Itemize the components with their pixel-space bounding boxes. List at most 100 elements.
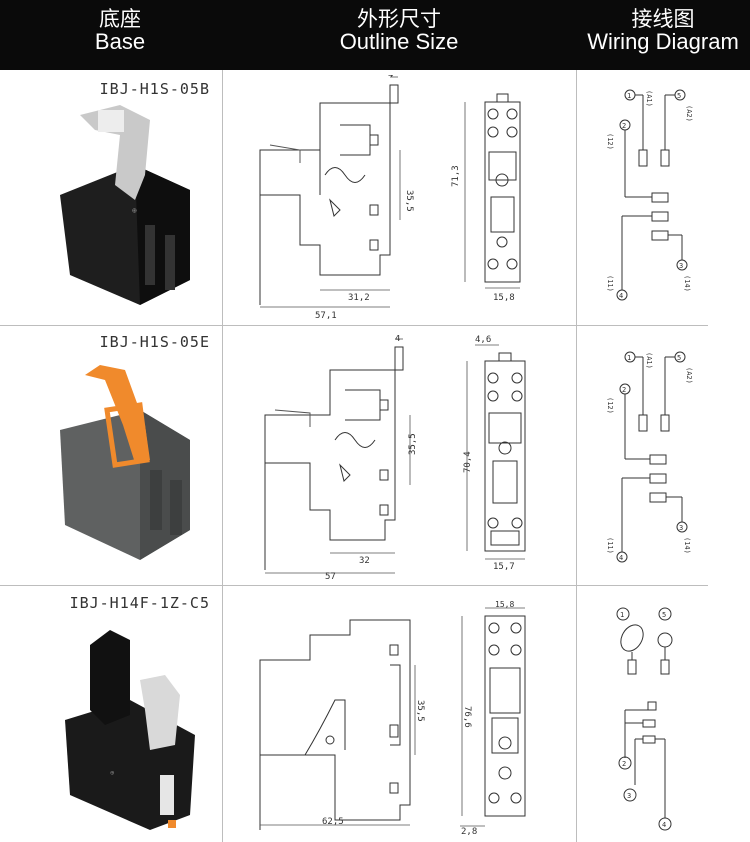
terminal-2: 2 [622, 386, 626, 394]
dim-top: 15,8 [495, 600, 514, 609]
label-14: (14) [683, 537, 691, 554]
side-outline-drawing: 35,5 62,5 [259, 619, 425, 830]
wiring-lines [616, 607, 673, 831]
terminal-2: 2 [622, 760, 626, 768]
dim-width: 15,7 [493, 562, 515, 572]
terminal-2: 2 [622, 122, 626, 130]
model-label: IBJ-H1S-05B [99, 80, 210, 98]
relay-base-photo: ⊕ [65, 630, 195, 830]
wiring-diagram: 1 (A1) 5 (A2) 2 (12) (11) 4 3 (14) [606, 351, 693, 563]
dim-width: 62,5 [322, 817, 344, 827]
base-side [140, 410, 190, 560]
dim-height: 35,5 [415, 700, 425, 722]
label-a1: (A1) [645, 90, 653, 107]
front-outline [484, 93, 521, 283]
dim-bottom: 2,8 [461, 827, 477, 837]
dim-height: 70,4 [463, 451, 473, 473]
model-label: IBJ-H14F-1Z-C5 [69, 594, 210, 612]
label-12: (12) [606, 397, 614, 414]
side-outline-drawing: 4 35,5 32 57 [264, 335, 418, 580]
side-outline [264, 346, 404, 570]
dim-width: 57 [325, 572, 336, 580]
side-outline [259, 619, 411, 830]
release-tab [168, 820, 176, 828]
retaining-clip [85, 365, 150, 463]
label-11: (11) [606, 537, 614, 554]
dimension-lines [460, 607, 525, 827]
terminal-5: 5 [677, 354, 681, 362]
header-base: 底座 Base [40, 8, 200, 53]
terminal-3: 3 [679, 262, 683, 270]
dim-top: 4,6 [475, 335, 491, 345]
dim-height: 76,6 [462, 706, 472, 728]
dimension-lines [265, 338, 411, 574]
dimension-lines [260, 665, 416, 826]
base-slot [150, 470, 162, 530]
dim-height: 71,3 [451, 165, 461, 187]
dim-width: 57,1 [315, 311, 337, 320]
dim-top: 4 [395, 335, 400, 344]
label-11: (11) [606, 275, 614, 292]
base-slot [165, 235, 175, 290]
header-wiring-zh: 接线图 [631, 7, 695, 31]
model-label: IBJ-H1S-05E [99, 333, 210, 351]
terminal-label-strip [160, 775, 174, 815]
label-a2: (A2) [685, 105, 693, 122]
base-side [135, 165, 190, 305]
row-divider [0, 325, 708, 326]
dim-height: 35,5 [404, 190, 414, 212]
front-outline [484, 352, 526, 552]
header-base-zh: 底座 [99, 7, 141, 31]
dim-top: 4 [388, 75, 393, 80]
dimension-lines [260, 76, 401, 308]
label-14: (14) [683, 275, 691, 292]
dim-width: 15,8 [493, 293, 515, 302]
socket-tower [90, 630, 130, 725]
terminal-marking: ⊕ [132, 206, 137, 215]
column-divider [576, 70, 577, 842]
side-outline [259, 84, 399, 305]
terminal-3: 3 [679, 524, 683, 532]
header-base-en: Base [94, 29, 146, 55]
front-outline-drawing: 4 71,3 15,8 [451, 92, 521, 302]
relay-base-photo [60, 365, 190, 560]
front-outline-drawing: 4,6 70,4 15,7 [463, 335, 526, 572]
terminal-5: 5 [662, 611, 666, 619]
wiring-lines [616, 351, 688, 563]
side-outline-drawing: 4 35,5 31,2 57,1 [259, 75, 414, 320]
dim-inner: 31,2 [348, 293, 370, 303]
clip-handle [98, 110, 124, 132]
header-wiring: 接线图 Wiring Diagram [576, 8, 750, 53]
header-outline-en: Outline Size [339, 29, 459, 55]
front-outline [484, 615, 526, 817]
terminal-3: 3 [627, 792, 631, 800]
dimension-lines [466, 344, 525, 560]
terminal-marking: ⊕ [110, 769, 115, 777]
terminal-1: 1 [627, 92, 631, 100]
column-divider [222, 70, 223, 842]
row-divider [0, 585, 708, 586]
terminal-4: 4 [619, 554, 623, 562]
header-bar: 底座 Base 外形尺寸 Outline Size 接线图 Wiring Dia… [0, 0, 750, 70]
label-12: (12) [606, 133, 614, 150]
relay-base-photo: ⊕ [60, 105, 190, 305]
header-outline: 外形尺寸 Outline Size [222, 8, 576, 53]
base-slot [145, 225, 155, 285]
terminal-5: 5 [677, 92, 681, 100]
front-outline-drawing: 15,8 76,6 2,8 [460, 600, 526, 837]
retaining-clip [80, 105, 150, 200]
terminal-1: 1 [620, 611, 624, 619]
wiring-lines [616, 89, 688, 301]
dim-inner: 32 [359, 556, 370, 566]
header-wiring-en: Wiring Diagram [587, 29, 739, 55]
terminal-1: 1 [627, 354, 631, 362]
dim-top: 4 [457, 92, 462, 95]
wiring-diagram: 1 5 2 3 4 [616, 607, 673, 831]
dimension-lines [464, 102, 520, 289]
terminal-4: 4 [662, 821, 666, 829]
label-a1: (A1) [645, 352, 653, 369]
label-a2: (A2) [685, 367, 693, 384]
base-slot [170, 480, 182, 535]
wiring-diagram: 1 (A1) 5 (A2) 2 (12) (11) 4 3 (14) [606, 89, 693, 301]
